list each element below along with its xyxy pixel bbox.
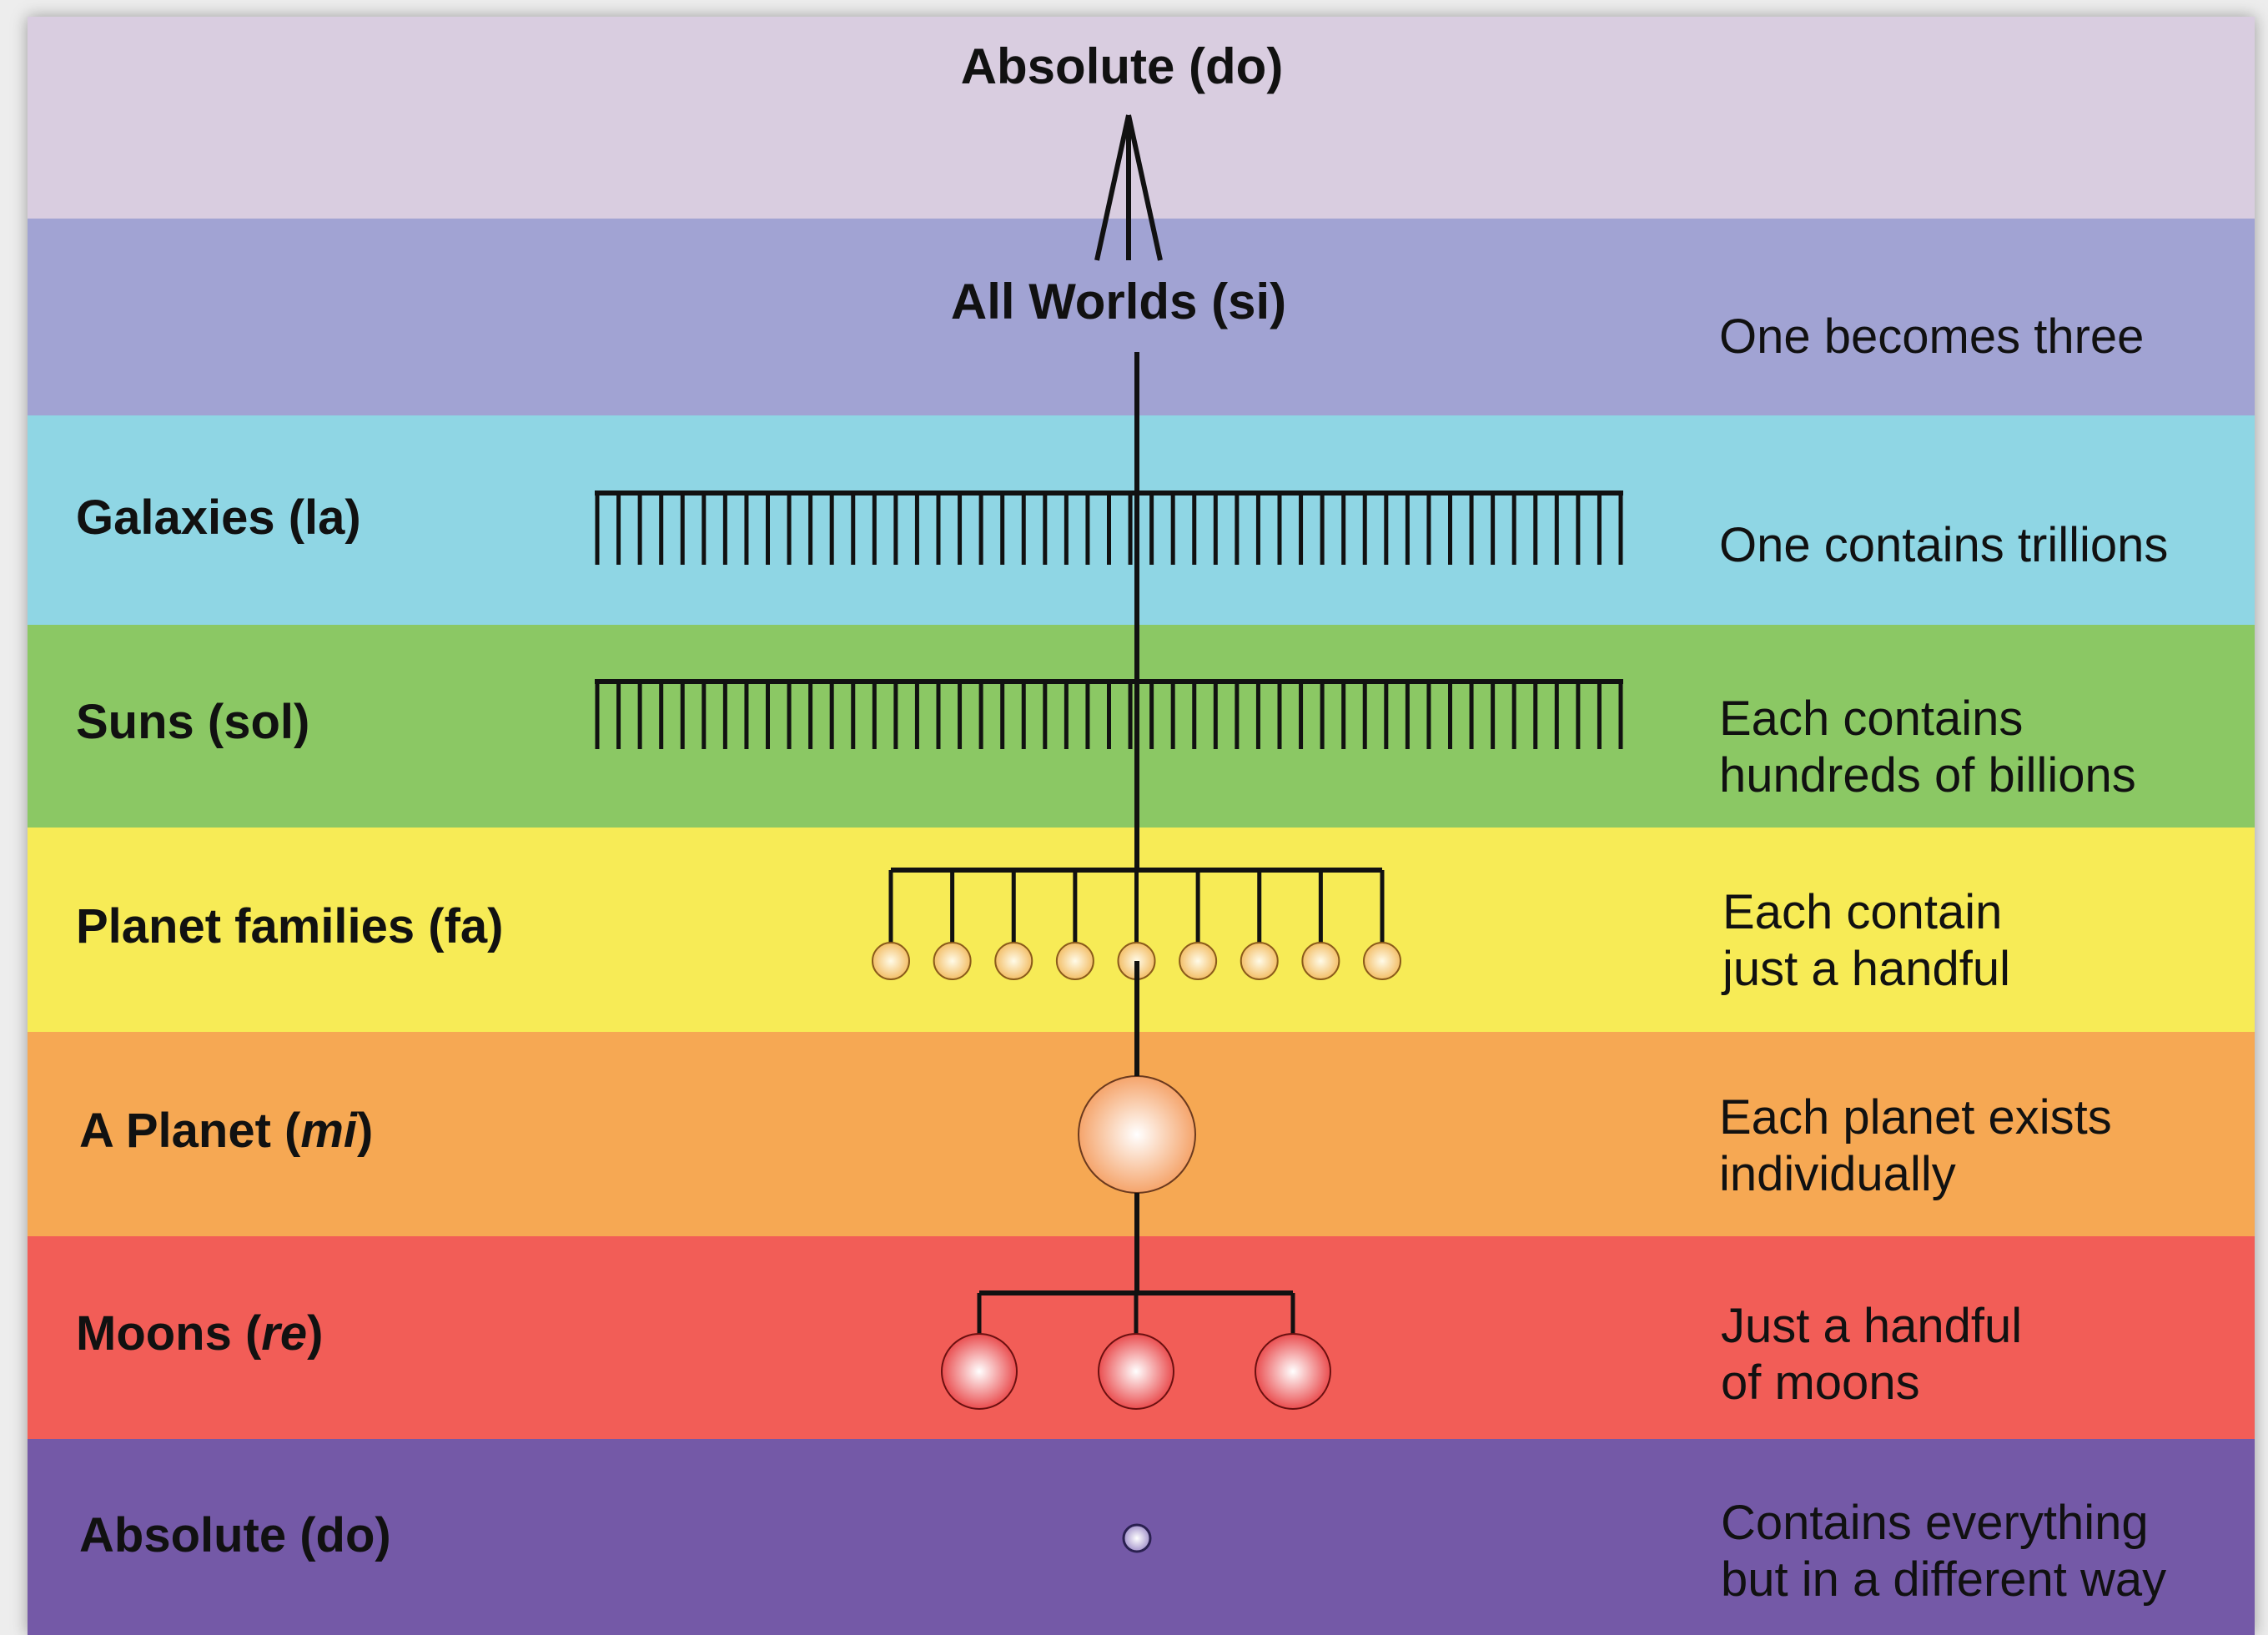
a-planet-label-suffix: ) bbox=[357, 1104, 374, 1158]
diagram-frame: Absolute (do) All Worlds (si) Galaxies (… bbox=[28, 17, 2255, 1635]
moons-label-suffix: ) bbox=[307, 1306, 324, 1361]
galaxies-label: Galaxies (la) bbox=[76, 490, 361, 545]
suns-comb bbox=[595, 679, 1623, 749]
planet-node bbox=[1078, 1075, 1196, 1194]
a-planet-label-italic: mi bbox=[300, 1104, 358, 1158]
all-worlds-description: One becomes three bbox=[1719, 309, 2268, 365]
a-planet-description-line-1: Each planet exists bbox=[1719, 1090, 2112, 1144]
absolute-bottom-label: Absolute (do) bbox=[79, 1508, 391, 1562]
moons-tree bbox=[941, 1290, 1331, 1410]
band-absolute-top bbox=[28, 17, 2255, 219]
a-planet-label-prefix: A Planet ( bbox=[79, 1104, 301, 1158]
hierarchy-diagram bbox=[595, 114, 1623, 1553]
galaxies-ticks bbox=[595, 493, 1623, 565]
planet-family-node-4 bbox=[1055, 942, 1094, 980]
a-planet-label: A Planet (mi) bbox=[79, 1107, 373, 1155]
a-planet-description-line-2: individually bbox=[1719, 1147, 1956, 1202]
moons-label-italic: re bbox=[261, 1306, 308, 1361]
planet-families-description: Each contain just a handful bbox=[1722, 884, 2268, 999]
planet-family-node-3 bbox=[994, 942, 1033, 980]
moons-description-line-2: of moons bbox=[1721, 1356, 1920, 1411]
absolute-bottom-description-line-1: Contains everything bbox=[1721, 1496, 2149, 1550]
planet-families-label: Planet families (fa) bbox=[76, 899, 504, 953]
planet-family-node-2 bbox=[933, 942, 972, 980]
one-becomes-three-lines bbox=[1094, 114, 1163, 261]
moons-label-prefix: Moons ( bbox=[76, 1306, 262, 1361]
moons-description: Just a handful of moons bbox=[1721, 1298, 2268, 1412]
converge-line-right bbox=[1126, 114, 1163, 261]
all-worlds-description-line: One becomes three bbox=[1719, 309, 2145, 364]
absolute-bottom-description: Contains everything but in a different w… bbox=[1721, 1495, 2268, 1609]
moon-node-1 bbox=[941, 1333, 1018, 1410]
suns-description: Each contains hundreds of billions bbox=[1719, 691, 2268, 805]
planet-family-nodes bbox=[872, 870, 1401, 980]
planet-families-description-line-2: just a handful bbox=[1722, 942, 2011, 997]
all-worlds-label: All Worlds (si) bbox=[950, 274, 1287, 330]
planet-family-node-8 bbox=[1301, 942, 1340, 980]
suns-label: Suns (sol) bbox=[76, 695, 310, 749]
band-galaxies bbox=[28, 415, 2255, 625]
top-absolute-label: Absolute (do) bbox=[960, 38, 1284, 94]
planet-family-node-6 bbox=[1179, 942, 1218, 980]
a-planet-description: Each planet exists individually bbox=[1719, 1089, 2268, 1204]
moon-node-3 bbox=[1255, 1333, 1331, 1410]
galaxies-description: One contains trillions bbox=[1719, 517, 2268, 574]
absolute-node bbox=[1122, 1523, 1152, 1553]
suns-ticks bbox=[595, 682, 1623, 749]
band-planet-families bbox=[28, 828, 2255, 1032]
moons-label: Moons (re) bbox=[76, 1310, 323, 1358]
moon-nodes bbox=[941, 1293, 1331, 1410]
band-suns bbox=[28, 625, 2255, 828]
suns-description-line-1: Each contains bbox=[1719, 692, 2024, 746]
band-all-worlds bbox=[28, 219, 2255, 415]
planet-families-tree bbox=[872, 868, 1401, 980]
planet-family-node-1 bbox=[872, 942, 910, 980]
absolute-bottom-description-line-2: but in a different way bbox=[1721, 1552, 2167, 1607]
galaxies-comb bbox=[595, 490, 1623, 565]
galaxies-description-line: One contains trillions bbox=[1719, 518, 2169, 572]
suns-description-line-2: hundreds of billions bbox=[1719, 748, 2136, 803]
converge-line-left bbox=[1094, 114, 1131, 261]
planet-family-node-7 bbox=[1240, 942, 1279, 980]
planet-family-node-9 bbox=[1363, 942, 1401, 980]
planet-families-description-line-1: Each contain bbox=[1722, 885, 2003, 939]
moons-description-line-1: Just a handful bbox=[1721, 1299, 2023, 1353]
moon-node-2 bbox=[1098, 1333, 1174, 1410]
